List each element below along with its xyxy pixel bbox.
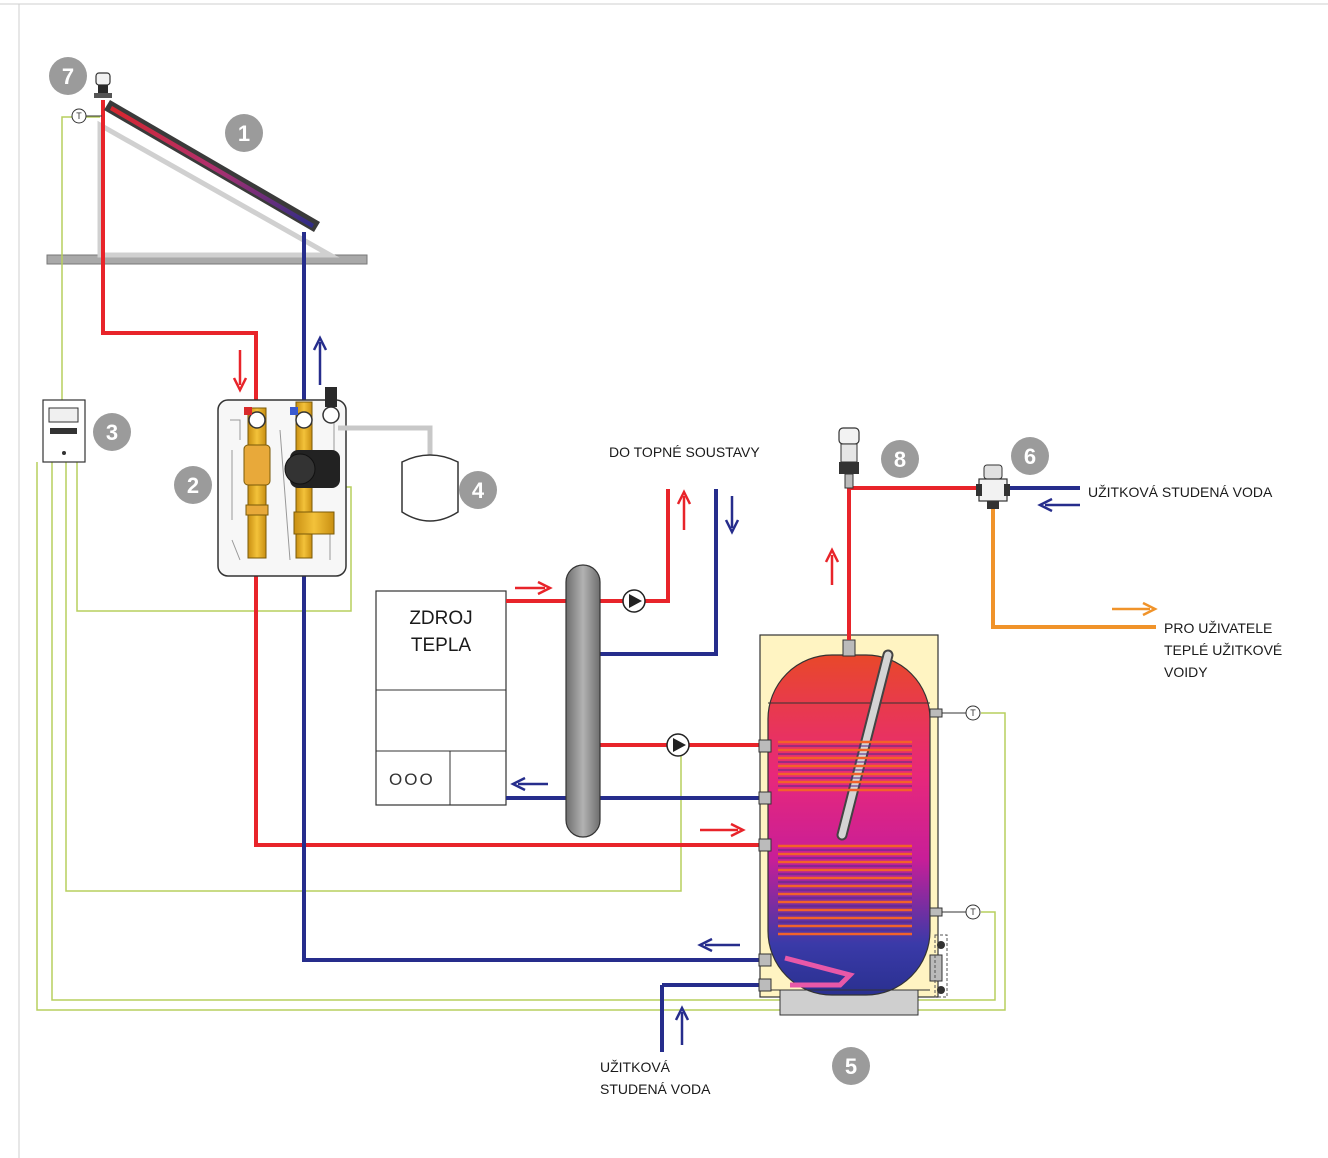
heating-circuit-pipes xyxy=(506,489,770,1052)
cold-water-label-bottom-1: UŽITKOVÁ xyxy=(600,1059,671,1075)
cold-water-label-right: UŽITKOVÁ STUDENÁ VODA xyxy=(1088,484,1273,500)
roof xyxy=(46,120,368,265)
badge-4: 4 xyxy=(459,471,497,509)
tank-sensor-bottom: T xyxy=(929,904,981,920)
sensor-symbol: T xyxy=(970,708,976,718)
sensor-symbol: T xyxy=(970,907,976,917)
heat-source-boiler: ZDROJ TEPLA OOO xyxy=(375,590,507,806)
svg-text:5: 5 xyxy=(845,1054,857,1079)
pump-station xyxy=(217,387,347,577)
flow-arrows-heating xyxy=(510,489,746,1045)
control-wiring xyxy=(36,116,1006,1011)
svg-text:7: 7 xyxy=(62,64,74,89)
dhw-pipes xyxy=(847,486,1156,640)
badge-5: 5 xyxy=(832,1047,870,1085)
expansion-line xyxy=(338,425,433,460)
heat-source-label-2: TEPLA xyxy=(411,635,472,656)
collector-sensor: T xyxy=(71,108,102,124)
heating-system-label: DO TOPNÉ SOUSTAVY xyxy=(609,444,760,460)
badge-2: 2 xyxy=(174,466,212,504)
svg-text:6: 6 xyxy=(1024,444,1036,469)
sensor-symbol: T xyxy=(76,111,82,121)
svg-text:4: 4 xyxy=(472,478,485,503)
tank-air-vent xyxy=(838,427,860,489)
heat-source-label-1: ZDROJ xyxy=(409,608,472,629)
tank-sensor-top: T xyxy=(929,705,981,721)
coil-pump xyxy=(666,733,690,757)
badge-3: 3 xyxy=(93,413,131,451)
flow-arrows-solar xyxy=(232,335,328,393)
badge-8: 8 xyxy=(881,440,919,478)
svg-text:8: 8 xyxy=(894,447,906,472)
svg-text:2: 2 xyxy=(187,473,199,498)
storage-tank xyxy=(758,634,948,1016)
expansion-vessel xyxy=(401,454,459,522)
svg-text:3: 3 xyxy=(106,420,118,445)
badge-7: 7 xyxy=(49,57,87,95)
users-label-3: VOIDY xyxy=(1164,664,1208,680)
badge-6: 6 xyxy=(1011,437,1049,475)
hydraulic-separator xyxy=(565,564,601,838)
badge-1: 1 xyxy=(225,114,263,152)
solar-collector xyxy=(104,100,320,232)
boiler-dials: OOO xyxy=(389,770,435,789)
svg-text:1: 1 xyxy=(238,121,250,146)
mixing-valve xyxy=(976,464,1010,509)
cold-water-label-bottom-2: STUDENÁ VODA xyxy=(600,1081,711,1097)
boiler-pump xyxy=(622,589,646,613)
users-label-2: TEPLÉ UŽITKOVÉ xyxy=(1164,642,1282,658)
flow-arrows-dhw xyxy=(824,497,1158,617)
page-frame xyxy=(0,3,1328,1158)
users-label-1: PRO UŽIVATELE xyxy=(1164,620,1272,636)
solar-controller xyxy=(42,399,86,463)
collector-air-vent xyxy=(94,72,112,98)
